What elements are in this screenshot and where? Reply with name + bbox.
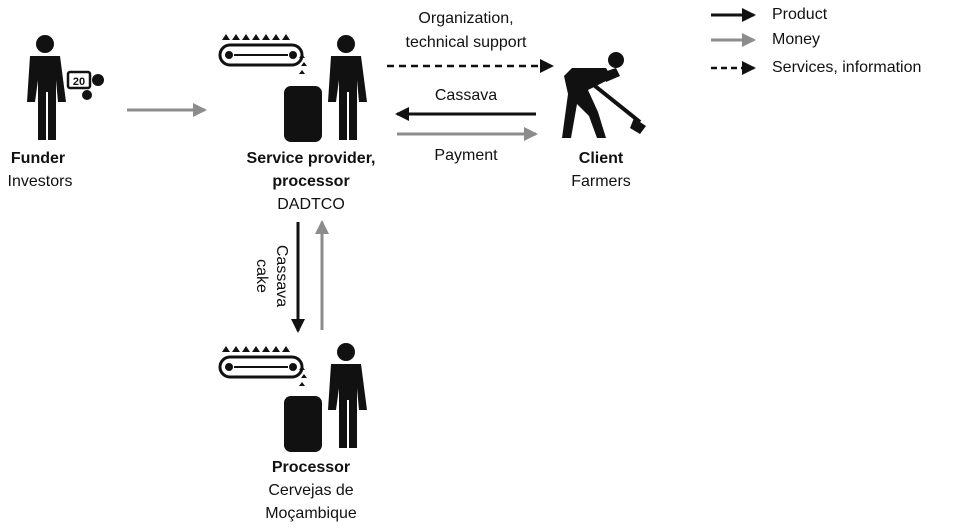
conveyor-icon [218, 34, 307, 74]
person-with-money-icon: 20 [27, 35, 104, 140]
provider-role-line1: Service provider, [246, 150, 376, 167]
legend-product-label: Product [772, 6, 828, 23]
provider-name: DADTCO [277, 196, 345, 213]
provider-role-line2: processor [272, 173, 350, 190]
payment-label: Payment [434, 147, 498, 164]
money-note-text: 20 [73, 76, 85, 88]
funder-name: Investors [7, 173, 73, 190]
cassava-cake-label-line2: cake [253, 259, 270, 293]
cassava-cake-label: Cassava cake [251, 245, 291, 307]
processor-name-line1: Cervejas de [268, 482, 354, 499]
client-role: Client [578, 150, 624, 167]
funder-role: Funder [10, 150, 66, 167]
processor-role: Processor [271, 459, 351, 476]
legend-services-label: Services, information [772, 59, 922, 76]
legend-money-label: Money [772, 31, 821, 48]
processor-icon [218, 343, 367, 452]
cassava-cake-label-line1: Cassava [273, 244, 290, 308]
farmer-with-hoe-icon [562, 52, 646, 138]
provider-processor-icon [218, 34, 367, 142]
services-label-line2: technical support [405, 34, 527, 51]
services-label-line1: Organization, [418, 10, 514, 27]
conveyor-icon [218, 346, 307, 386]
processor-name-line2: Moçambique [265, 505, 357, 522]
client-name: Farmers [571, 173, 631, 190]
cassava-label: Cassava [434, 87, 498, 104]
